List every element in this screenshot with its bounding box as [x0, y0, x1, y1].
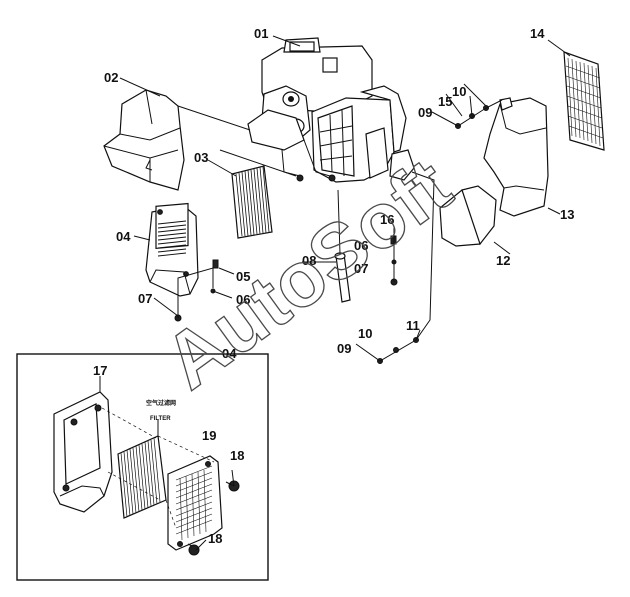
part-13-intake-duct — [483, 97, 549, 217]
part-03-filter — [231, 165, 273, 239]
callout-10-bottom: 10 — [358, 326, 372, 341]
part-12-blower — [439, 185, 497, 247]
callout-04-inset: 04 — [222, 346, 237, 361]
callout-04: 04 — [116, 229, 131, 244]
callout-16: 16 — [380, 212, 394, 227]
callout-02: 02 — [104, 70, 118, 85]
inset-detail-box — [16, 353, 269, 581]
callout-13: 13 — [560, 207, 574, 222]
part-01-hvac-housing — [247, 37, 415, 183]
callout-08: 08 — [302, 253, 316, 268]
inset-filter-element — [117, 420, 167, 519]
filter-label-en: FILTER — [150, 416, 171, 422]
callout-09-top: 09 — [418, 105, 432, 120]
callout-05: 05 — [236, 269, 250, 284]
part-08-drain-tube — [334, 189, 351, 303]
callout-15: 15 — [438, 94, 452, 109]
callout-10-top: 10 — [452, 84, 466, 99]
callout-18-top: 18 — [230, 448, 244, 463]
leader-lines — [119, 35, 571, 362]
callout-03: 03 — [194, 150, 208, 165]
callout-06-right: 06 — [354, 238, 368, 253]
callout-18-bottom: 18 — [208, 531, 222, 546]
inset-part-17-frame — [53, 376, 113, 513]
inset-part-19-cover — [167, 455, 223, 551]
projection-lines — [101, 407, 215, 529]
callout-09-bottom: 09 — [337, 341, 351, 356]
callout-01: 01 — [254, 26, 268, 41]
callout-11: 11 — [406, 318, 420, 333]
callout-17: 17 — [93, 363, 107, 378]
inset-part-18-screws — [187, 469, 240, 556]
part-14-fresh-air-filter — [563, 51, 605, 151]
callout-06: 06 — [236, 292, 250, 307]
callout-14: 14 — [530, 26, 545, 41]
callout-07-right: 07 — [354, 261, 368, 276]
filter-label-cn: 空气过滤网 — [146, 399, 176, 407]
part-02-duct — [103, 89, 185, 191]
callout-12: 12 — [496, 253, 510, 268]
callout-19: 19 — [202, 428, 216, 443]
callout-07: 07 — [138, 291, 152, 306]
part-04-filter-cover — [145, 202, 199, 297]
